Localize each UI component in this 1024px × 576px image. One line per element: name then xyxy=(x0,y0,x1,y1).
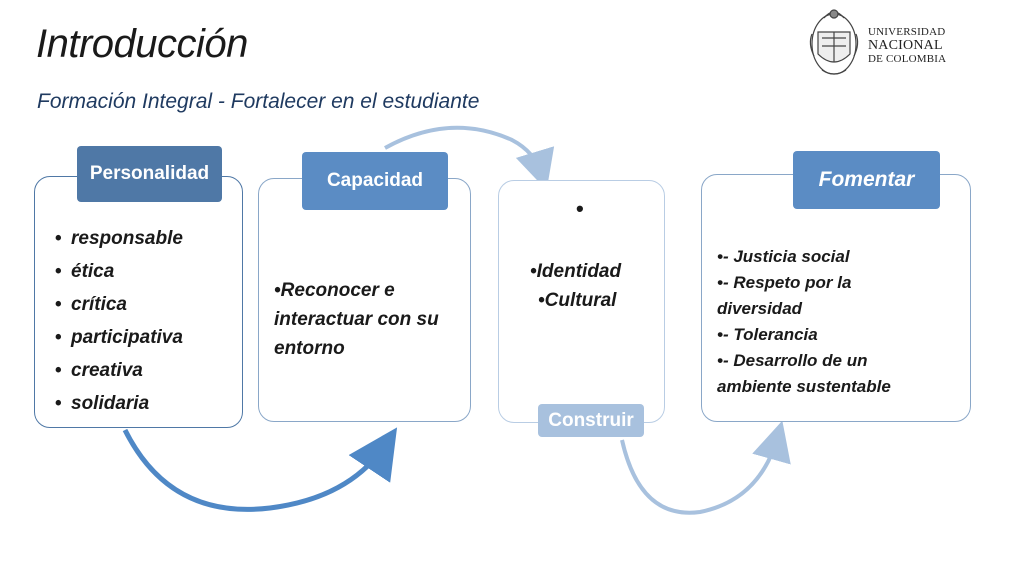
logo-line-2: NACIONAL xyxy=(868,37,943,53)
construir-text: •Identidad •Cultural xyxy=(530,257,621,315)
list-item: ética xyxy=(55,255,183,288)
list-item: crítica xyxy=(55,288,183,321)
capacidad-line: interactuar con su xyxy=(274,309,439,330)
card-fomentar xyxy=(701,174,971,422)
capacidad-line: entorno xyxy=(274,338,345,359)
university-seal-logo xyxy=(809,9,859,75)
capacidad-text: •Reconocer e interactuar con su entorno xyxy=(274,276,439,363)
fomentar-line: diversidad xyxy=(717,299,803,318)
fomentar-line: •- Desarrollo de un xyxy=(717,351,868,370)
tab-personalidad: Personalidad xyxy=(77,146,222,202)
fomentar-line: •- Justicia social xyxy=(717,247,850,266)
arrow-personalidad-to-capacidad xyxy=(122,427,398,512)
fomentar-line: •- Respeto por la xyxy=(717,273,852,292)
arrow-capacidad-to-construir xyxy=(384,125,555,191)
fomentar-line: ambiente sustentable xyxy=(717,377,891,396)
tab-construir: Construir xyxy=(538,404,644,437)
slide-title: Introducción xyxy=(36,22,248,66)
list-item: solidaria xyxy=(55,387,183,420)
slide-subtitle: Formación Integral - Fortalecer en el es… xyxy=(37,90,480,113)
personalidad-list: responsable ética crítica participativa … xyxy=(55,222,183,420)
card-construir xyxy=(498,180,665,423)
logo-line-3: DE COLOMBIA xyxy=(868,52,947,65)
list-item: creativa xyxy=(55,354,183,387)
list-item: responsable xyxy=(55,222,183,255)
arrow-construir-to-fomentar xyxy=(620,420,791,515)
capacidad-line: •Reconocer e xyxy=(274,280,395,301)
construir-empty-bullet: • xyxy=(576,196,584,221)
card-capacidad xyxy=(258,178,471,422)
construir-line: •Cultural xyxy=(538,290,617,311)
logo-line-1: UNIVERSIDAD xyxy=(868,26,946,38)
list-item: participativa xyxy=(55,321,183,354)
university-name: UNIVERSIDAD NACIONAL DE COLOMBIA xyxy=(868,26,946,65)
fomentar-line: •- Tolerancia xyxy=(717,325,818,344)
tab-capacidad: Capacidad xyxy=(302,152,448,210)
fomentar-text: •- Justicia social •- Respeto por la div… xyxy=(717,244,891,400)
construir-line: •Identidad xyxy=(530,261,622,282)
tab-fomentar: Fomentar xyxy=(793,151,940,209)
